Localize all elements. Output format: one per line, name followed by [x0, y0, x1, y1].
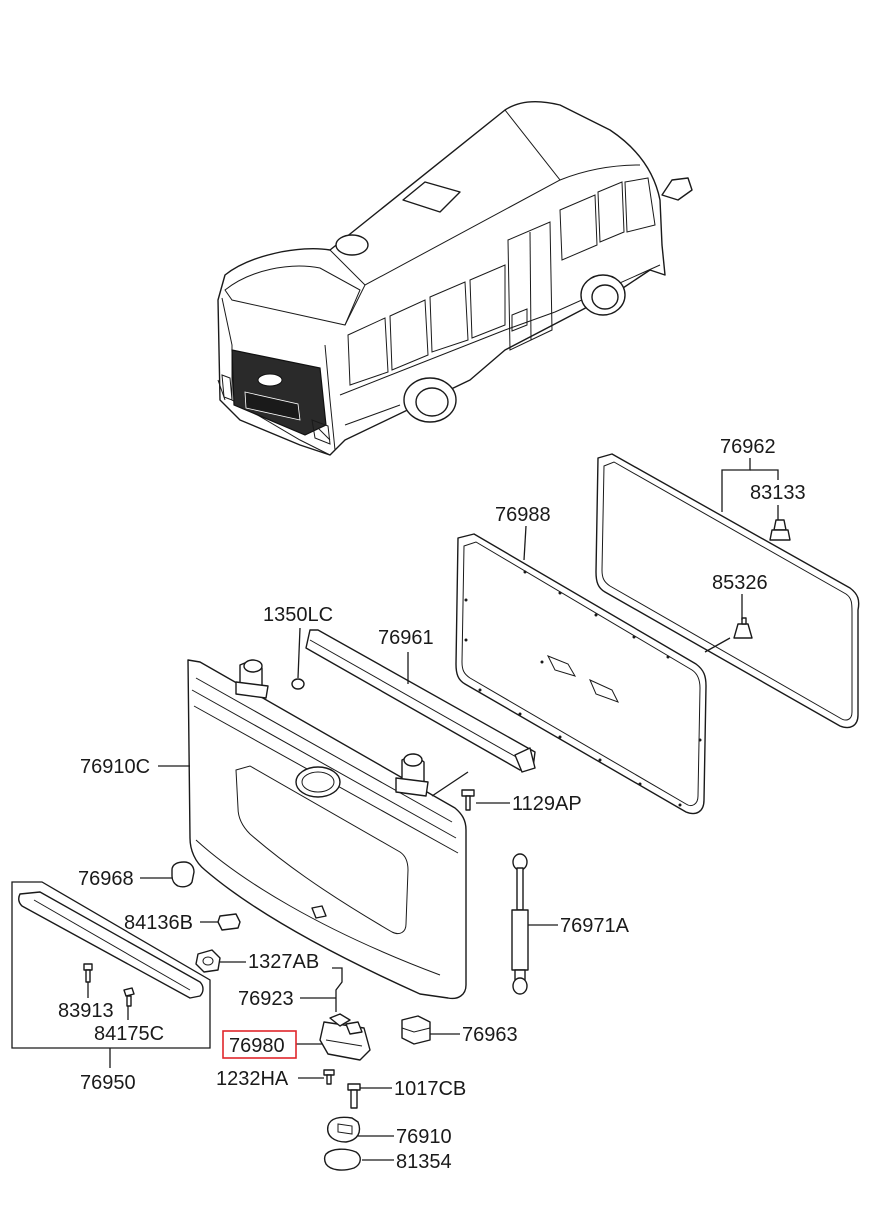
part-76923-rod: [332, 967, 343, 1012]
part-76971a-gas-strut: [511, 853, 529, 995]
part-81354-pad: [323, 1148, 361, 1171]
part-83133-clip: [769, 519, 791, 541]
label-76961[interactable]: 76961: [378, 627, 434, 649]
part-1129ap-screw: [461, 789, 475, 811]
part-labels: 76962 83133 76988 85326 1350LC 76961 769…: [58, 436, 806, 1173]
part-76910-striker: [327, 1116, 361, 1143]
label-1129ap[interactable]: 1129AP: [512, 793, 582, 815]
part-76962-frame: [595, 453, 860, 729]
label-83913[interactable]: 83913: [58, 1000, 114, 1022]
label-81354[interactable]: 81354: [396, 1151, 452, 1173]
part-1350lc-ring: [291, 678, 305, 690]
part-76980-latch: [319, 1013, 371, 1061]
label-85326[interactable]: 85326: [712, 572, 768, 594]
label-76988[interactable]: 76988: [495, 504, 551, 526]
label-1350lc[interactable]: 1350LC: [263, 604, 333, 626]
label-76968[interactable]: 76968: [78, 868, 134, 890]
highlight-box-76980: [222, 1030, 297, 1059]
label-76971a[interactable]: 76971A: [560, 915, 630, 937]
label-76963[interactable]: 76963: [462, 1024, 518, 1046]
label-83133[interactable]: 83133: [750, 482, 806, 504]
part-1017cb-bolt: [347, 1083, 361, 1109]
leader-lines: [87, 458, 779, 1161]
part-76950-garnish-box: [11, 881, 211, 1049]
part-76988-seal: [455, 533, 707, 815]
part-1327ab-nut: [195, 949, 221, 973]
label-84136b[interactable]: 84136B: [124, 912, 193, 934]
label-76910[interactable]: 76910: [396, 1126, 452, 1148]
part-76968-cap: [171, 861, 195, 888]
label-76950[interactable]: 76950: [80, 1072, 136, 1094]
label-1017cb[interactable]: 1017CB: [394, 1078, 466, 1100]
part-84136b-clip: [217, 913, 241, 931]
part-1232ha-screw: [323, 1069, 335, 1085]
part-85326-bumper: [733, 617, 753, 639]
part-76963-bumper: [401, 1015, 431, 1045]
label-76910c[interactable]: 76910C: [80, 756, 150, 778]
label-1232ha[interactable]: 1232HA: [216, 1068, 289, 1090]
label-1327ab[interactable]: 1327AB: [248, 951, 319, 973]
label-76923[interactable]: 76923: [238, 988, 294, 1010]
label-76962[interactable]: 76962: [720, 436, 776, 458]
bus-illustration: [217, 101, 693, 456]
part-76961-weatherstrip: [305, 629, 536, 773]
label-84175c[interactable]: 84175C: [94, 1023, 164, 1045]
label-76980[interactable]: 76980: [229, 1035, 285, 1057]
part-76910c-tailgate: [187, 659, 467, 1000]
